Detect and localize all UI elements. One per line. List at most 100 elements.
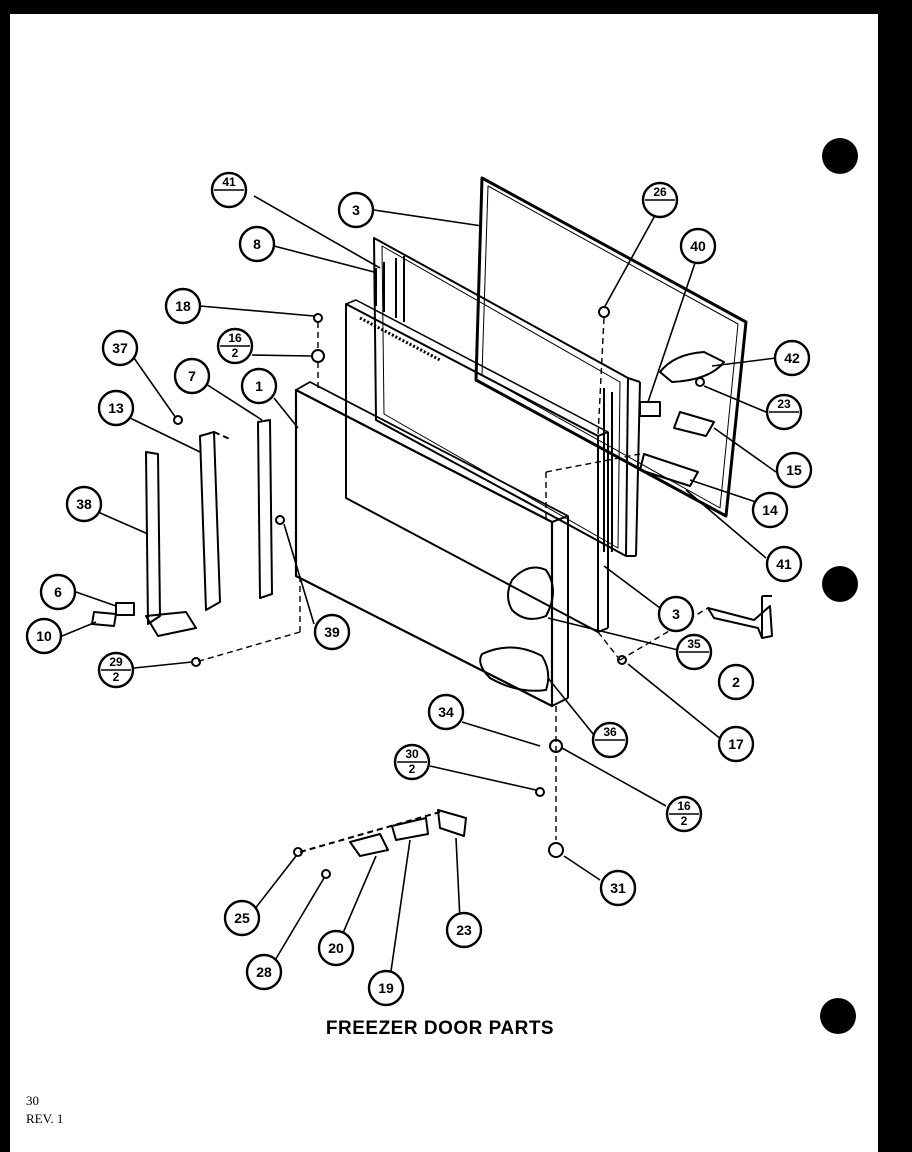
door-gasket bbox=[474, 176, 748, 518]
callout-1: 1 bbox=[240, 367, 278, 405]
hinge-bracket bbox=[145, 451, 197, 637]
svg-text:30: 30 bbox=[405, 747, 419, 761]
callout-42: 42 bbox=[773, 339, 811, 377]
pivot-35 bbox=[548, 842, 564, 858]
callout-23: 23 bbox=[445, 911, 483, 949]
svg-text:14: 14 bbox=[762, 502, 778, 518]
callout-6: 6 bbox=[39, 573, 77, 611]
lower-hinge-parts bbox=[299, 809, 467, 857]
screw-36 bbox=[173, 415, 183, 425]
screw-26 bbox=[293, 847, 303, 857]
svg-text:2: 2 bbox=[113, 670, 120, 684]
screw-17 bbox=[617, 655, 627, 665]
svg-text:16: 16 bbox=[677, 799, 691, 813]
callout-34: 36 bbox=[591, 721, 629, 759]
svg-text:26: 26 bbox=[653, 185, 667, 199]
callout-28: 28 bbox=[245, 953, 283, 991]
svg-text:10: 10 bbox=[36, 628, 52, 644]
callout-38: 39 bbox=[313, 613, 351, 651]
svg-text:2: 2 bbox=[732, 674, 740, 690]
door-strip bbox=[257, 419, 273, 599]
callout-36: 37 bbox=[101, 329, 139, 367]
bottom-hinge-bracket bbox=[707, 595, 773, 639]
svg-text:39: 39 bbox=[324, 624, 340, 640]
screw-29 bbox=[191, 657, 201, 667]
revision-label: REV. 1 bbox=[26, 1111, 64, 1126]
svg-text:2: 2 bbox=[681, 814, 688, 828]
callout-40: 40 bbox=[679, 227, 717, 265]
punch-hole-middle bbox=[822, 566, 858, 602]
page-number: 30 bbox=[26, 1093, 39, 1108]
svg-text:20: 20 bbox=[328, 940, 344, 956]
callout-33: 35 bbox=[675, 633, 713, 671]
svg-text:7: 7 bbox=[188, 368, 196, 384]
callout-35: 31 bbox=[599, 869, 637, 907]
svg-text:8: 8 bbox=[253, 236, 261, 252]
callout-16-lower: 162 bbox=[665, 795, 703, 833]
punch-hole-top bbox=[822, 138, 858, 174]
punch-hole-bottom bbox=[820, 998, 856, 1034]
diagram-caption: FREEZER DOOR PARTS bbox=[325, 1018, 555, 1039]
svg-text:1: 1 bbox=[255, 378, 263, 394]
callout-7: 7 bbox=[173, 357, 211, 395]
callout-8: 8 bbox=[238, 225, 276, 263]
callout-29: 292 bbox=[97, 651, 135, 689]
svg-text:3: 3 bbox=[672, 606, 680, 622]
inner-door-liner bbox=[373, 237, 641, 557]
outer-door-panel bbox=[294, 381, 569, 708]
callout-26: 25 bbox=[223, 899, 261, 937]
callout-15: 15 bbox=[775, 451, 813, 489]
svg-text:35: 35 bbox=[687, 637, 701, 651]
svg-text:37: 37 bbox=[112, 340, 128, 356]
callout-5: 3 bbox=[337, 191, 375, 229]
screw-38 bbox=[275, 515, 285, 525]
screw-27 bbox=[598, 306, 610, 318]
svg-text:16: 16 bbox=[228, 331, 242, 345]
callout-25: 23 bbox=[765, 393, 803, 431]
callout-19: 19 bbox=[367, 969, 405, 1007]
callout-18: 18 bbox=[164, 287, 202, 325]
svg-text:2: 2 bbox=[232, 346, 239, 360]
top-hinge bbox=[639, 351, 725, 487]
svg-text:36: 36 bbox=[603, 725, 617, 739]
hinge-cover bbox=[115, 602, 135, 616]
callout-13: 13 bbox=[97, 389, 135, 427]
page-reference: 30 REV. 1 bbox=[26, 1092, 63, 1128]
callout-10: 10 bbox=[25, 617, 63, 655]
svg-text:19: 19 bbox=[378, 980, 394, 996]
svg-text:15: 15 bbox=[786, 462, 802, 478]
callout-20: 20 bbox=[317, 929, 355, 967]
callout-2: 2 bbox=[717, 663, 755, 701]
svg-text:42: 42 bbox=[784, 350, 800, 366]
screw-28 bbox=[321, 869, 331, 879]
callout-14: 14 bbox=[751, 491, 789, 529]
callout-16-upper: 162 bbox=[216, 327, 254, 365]
screw-30 bbox=[535, 787, 545, 797]
svg-text:28: 28 bbox=[256, 964, 272, 980]
svg-text:41: 41 bbox=[222, 175, 236, 189]
screw-16 bbox=[311, 349, 325, 363]
callout-31: 34 bbox=[427, 693, 465, 731]
screw-25 bbox=[695, 377, 705, 387]
exploded-parts-diagram: 3 41 8 18 162 37 7 1 13 38 6 10 292 39 2… bbox=[25, 171, 813, 1007]
screw-18 bbox=[313, 313, 323, 323]
svg-text:31: 31 bbox=[610, 880, 626, 896]
callout-27: 26 bbox=[641, 181, 679, 219]
svg-text:13: 13 bbox=[108, 400, 124, 416]
svg-text:6: 6 bbox=[54, 584, 62, 600]
callout-41: 41 bbox=[765, 545, 803, 583]
callout-17: 17 bbox=[717, 725, 755, 763]
svg-text:17: 17 bbox=[728, 736, 744, 752]
svg-text:41: 41 bbox=[776, 556, 792, 572]
svg-text:34: 34 bbox=[438, 704, 454, 720]
svg-text:29: 29 bbox=[109, 655, 123, 669]
svg-text:3: 3 bbox=[352, 202, 360, 218]
hinge-channel bbox=[199, 431, 233, 611]
svg-text:18: 18 bbox=[175, 298, 191, 314]
svg-text:23: 23 bbox=[456, 922, 472, 938]
svg-text:38: 38 bbox=[76, 496, 92, 512]
plug bbox=[91, 611, 117, 627]
callout-3: 3 bbox=[657, 595, 695, 633]
callout-39: 41 bbox=[210, 171, 248, 209]
